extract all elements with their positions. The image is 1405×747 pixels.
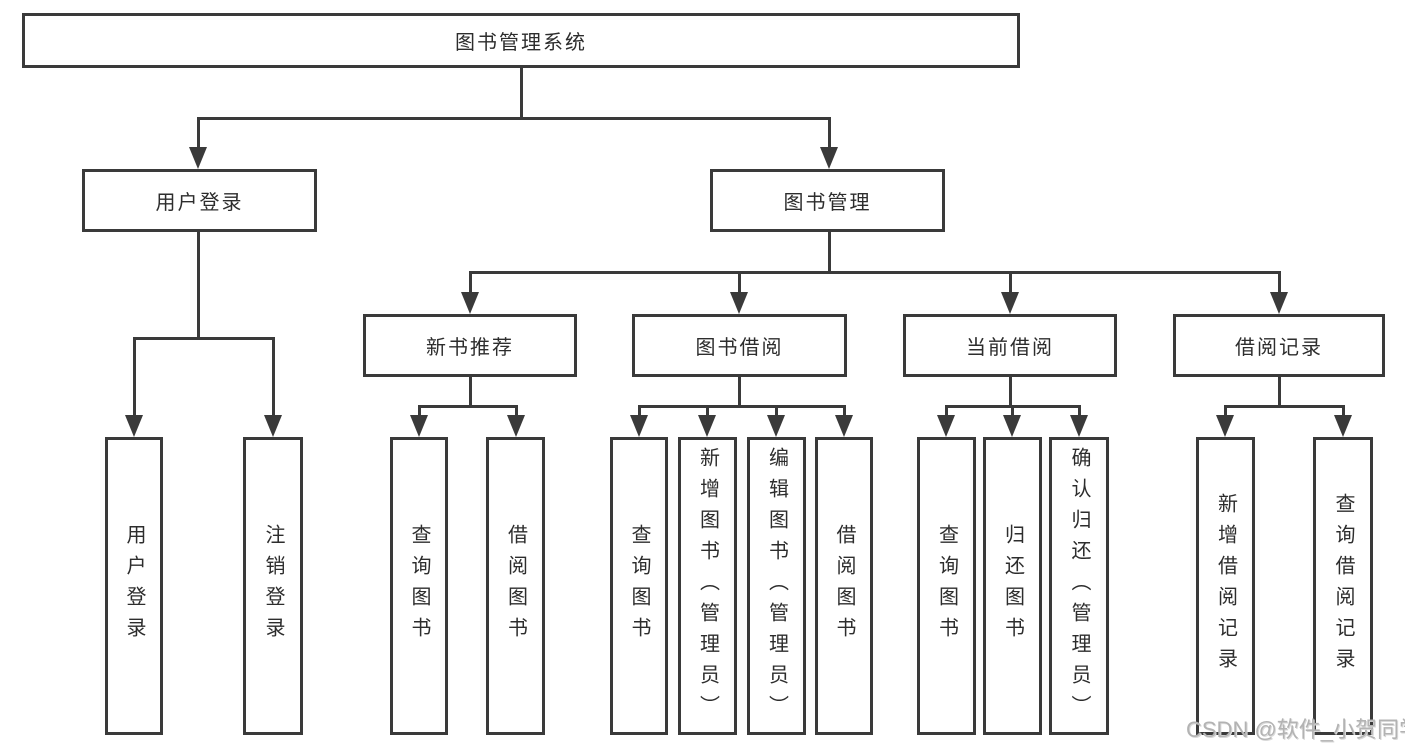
arrowhead-down-icon [1070, 415, 1088, 437]
node-label: 图书管理 [783, 192, 872, 214]
arrowhead-down-icon [1216, 415, 1234, 437]
arrowhead-down-icon [630, 415, 648, 437]
leaf-add-books-admin: 新增图书（管理员） [678, 437, 737, 735]
connector-line [828, 117, 831, 148]
connector-line [1009, 377, 1012, 405]
arrowhead-down-icon [1334, 415, 1352, 437]
connector-line [1278, 271, 1281, 292]
arrowhead-down-icon [461, 292, 479, 314]
connector-line [418, 405, 518, 408]
node-current-borrowing: 当前借阅 [903, 314, 1117, 377]
connector-line [843, 405, 846, 415]
node-label: 用户登录 [155, 192, 244, 214]
arrowhead-down-icon [507, 415, 525, 437]
connector-line [775, 405, 778, 415]
node-label: 确认归还（管理员） [1068, 446, 1090, 726]
node-book-borrowing: 图书借阅 [632, 314, 847, 377]
connector-line [738, 271, 741, 292]
node-label: 用户登录 [123, 524, 145, 648]
node-label: 新增借阅记录 [1214, 493, 1237, 679]
connector-line [945, 405, 948, 415]
connector-line [1278, 377, 1281, 405]
leaf-logout: 注销登录 [243, 437, 303, 735]
connector-line [1009, 271, 1012, 292]
connector-line [197, 117, 831, 120]
arrowhead-down-icon [1001, 292, 1019, 314]
leaf-edit-books-admin: 编辑图书（管理员） [747, 437, 806, 735]
node-book-management: 图书管理 [710, 169, 945, 232]
node-label: 查询图书 [408, 524, 430, 648]
leaf-borrow-books-recommend: 借阅图书 [486, 437, 545, 735]
node-label: 查询图书 [935, 524, 958, 648]
connector-line [133, 337, 136, 415]
leaf-add-borrow-record: 新增借阅记录 [1196, 437, 1255, 735]
leaf-return-books: 归还图书 [983, 437, 1042, 735]
node-label: 编辑图书（管理员） [765, 446, 788, 726]
arrowhead-down-icon [820, 147, 838, 169]
leaf-query-books-current: 查询图书 [917, 437, 976, 735]
node-new-book-recommend: 新书推荐 [363, 314, 577, 377]
node-label: 借阅图书 [504, 524, 527, 648]
node-borrow-records: 借阅记录 [1173, 314, 1385, 377]
arrowhead-down-icon [1003, 415, 1021, 437]
arrowhead-down-icon [189, 147, 207, 169]
arrowhead-down-icon [730, 292, 748, 314]
connector-line [272, 337, 275, 415]
arrowhead-down-icon [264, 415, 282, 437]
arrowhead-down-icon [125, 415, 143, 437]
connector-line [520, 68, 523, 117]
node-label: 借阅图书 [833, 524, 855, 648]
leaf-borrow-books: 借阅图书 [815, 437, 873, 735]
connector-line [197, 232, 200, 337]
connector-line [1224, 405, 1227, 415]
connector-line [638, 405, 641, 415]
arrowhead-down-icon [767, 415, 785, 437]
connector-line [515, 405, 518, 415]
arrowhead-down-icon [1270, 292, 1288, 314]
leaf-user-login: 用户登录 [105, 437, 163, 735]
connector-line [1078, 405, 1081, 415]
connector-line [828, 232, 831, 271]
node-user-login: 用户登录 [82, 169, 317, 232]
connector-line [418, 405, 421, 415]
connector-line [469, 271, 1281, 274]
connector-line [469, 271, 472, 292]
node-label: 注销登录 [262, 524, 284, 648]
node-label: 图书管理系统 [455, 32, 587, 54]
arrowhead-down-icon [835, 415, 853, 437]
arrowhead-down-icon [937, 415, 955, 437]
leaf-query-books-recommend: 查询图书 [390, 437, 448, 735]
connector-line [738, 377, 741, 405]
connector-line [1224, 405, 1343, 408]
connector-line [197, 117, 200, 148]
node-label: 图书借阅 [695, 337, 784, 359]
node-label: 查询借阅记录 [1332, 493, 1354, 679]
connector-line [706, 405, 709, 415]
connector-line [1342, 405, 1345, 415]
leaf-query-books-borrow: 查询图书 [610, 437, 668, 735]
connector-line [638, 405, 844, 408]
connector-line [469, 377, 472, 405]
arrowhead-down-icon [698, 415, 716, 437]
connector-line [1011, 405, 1014, 415]
node-label: 归还图书 [1001, 524, 1024, 648]
leaf-confirm-return-admin: 确认归还（管理员） [1049, 437, 1109, 735]
leaf-query-borrow-record: 查询借阅记录 [1313, 437, 1373, 735]
node-label: 借阅记录 [1235, 337, 1323, 359]
connector-line [133, 337, 275, 340]
arrowhead-down-icon [410, 415, 428, 437]
node-label: 当前借阅 [966, 337, 1054, 359]
csdn-watermark: CSDN @软件_小贺同学 [1186, 717, 1405, 742]
node-library-management-system: 图书管理系统 [22, 13, 1020, 68]
node-label: 新书推荐 [426, 337, 514, 359]
node-label: 查询图书 [628, 524, 650, 648]
node-label: 新增图书（管理员） [696, 446, 719, 726]
